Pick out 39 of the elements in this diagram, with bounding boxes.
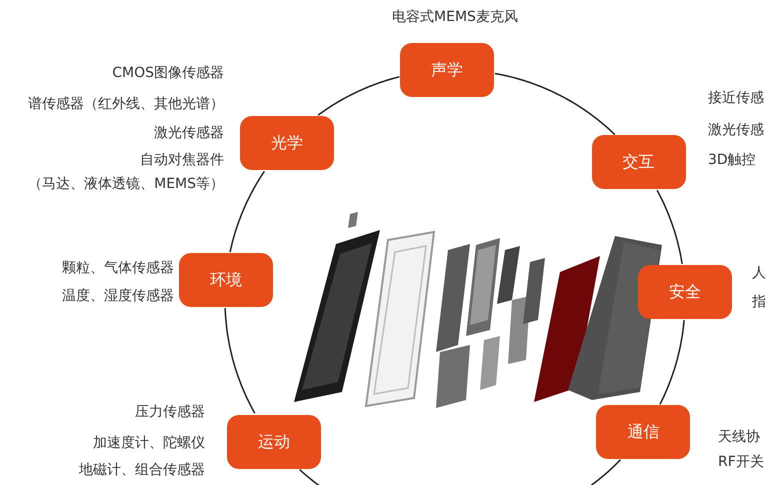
sensor-label: 自动对焦器件 [140, 151, 224, 170]
category-box [226, 414, 321, 469]
circle-connector [299, 459, 621, 485]
category-label: 安全 [668, 280, 701, 303]
sensor-label: 地磁计、组合传感器 [79, 461, 205, 480]
category-label: 声学 [430, 59, 463, 82]
sensor-label: 激光传感 [708, 121, 764, 140]
category-label: 运动 [258, 430, 290, 453]
sensor-label: 压力传感器 [135, 403, 205, 422]
category-box [400, 43, 494, 98]
category-label: 通信 [627, 420, 660, 443]
sensor-label: 温度、湿度传感器 [62, 287, 174, 306]
circle-connector [656, 190, 683, 264]
category-box [596, 404, 690, 459]
sensor-label: 激光传感器 [154, 124, 224, 143]
sensor-label: 天线协 [718, 428, 760, 447]
category-box [638, 264, 732, 319]
sensor-label: 人 [752, 264, 766, 283]
sensor-label: CMOS图像传感器 [112, 64, 224, 83]
circle-connector [318, 76, 400, 116]
sensor-label: 电容式MEMS麦克风 [391, 8, 519, 27]
sensor-label: 加速度计、陀螺仪 [93, 434, 205, 453]
circle-connector [224, 308, 256, 414]
category-label: 交互 [622, 150, 655, 173]
sensor-label: RF开关 [718, 453, 764, 472]
circle-connector [659, 320, 685, 405]
circle-connector [229, 171, 265, 252]
sensor-label: 3D触控 [708, 151, 756, 170]
category-label: 光学 [270, 132, 303, 154]
category-box [592, 134, 686, 189]
category-box [240, 116, 334, 170]
sensor-label: 接近传感 [708, 89, 764, 108]
sensor-label: 颗粒、气体传感器 [62, 259, 174, 278]
sensor-label: （马达、液体透镜、MEMS等） [28, 175, 224, 194]
category-box [178, 252, 273, 307]
sensor-label: 谱传感器（红外线、其他光谱） [28, 95, 224, 114]
circle-connector [494, 72, 616, 136]
category-label: 环境 [210, 268, 242, 291]
sensor-label: 指 [752, 293, 766, 312]
